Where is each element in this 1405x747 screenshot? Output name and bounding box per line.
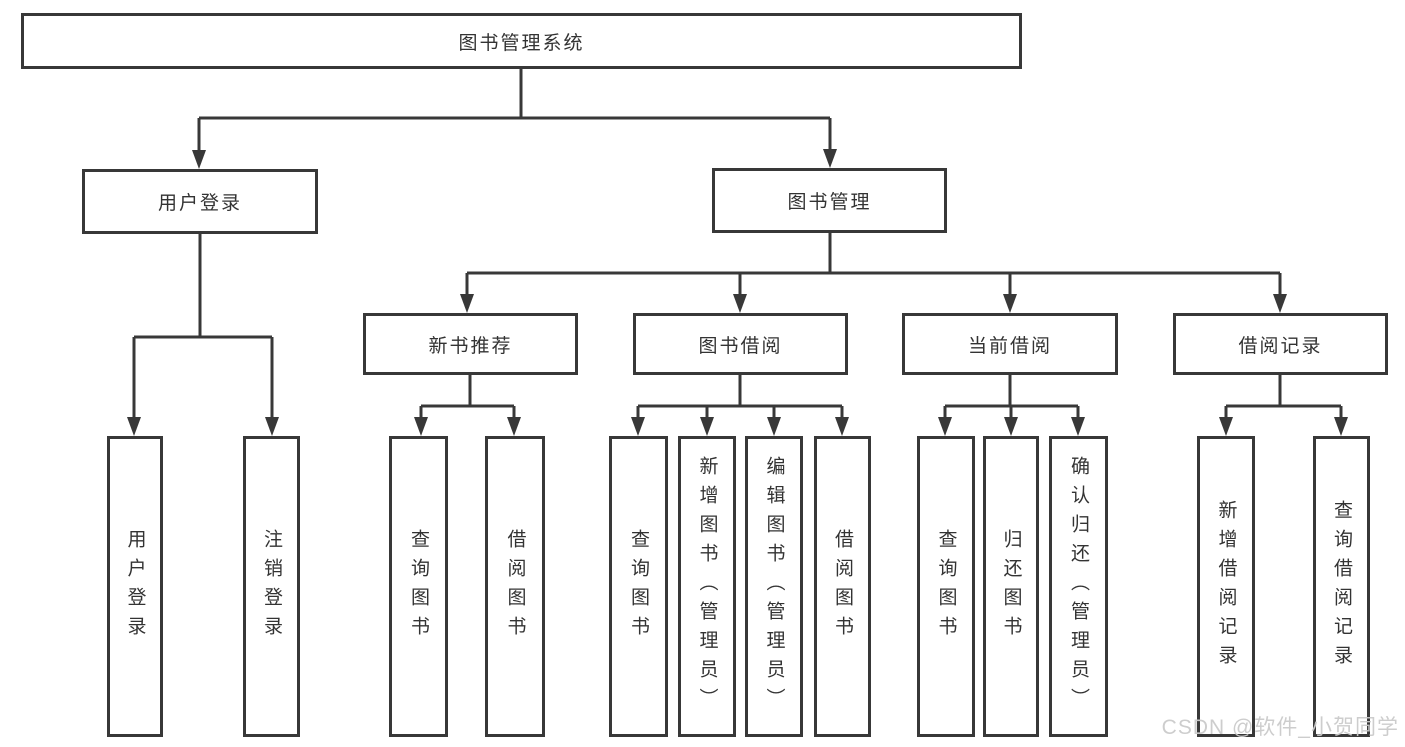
leaf-query-books: 查询图书 xyxy=(389,436,448,737)
leaf-add-books-admin: 新增图书（管理员） xyxy=(678,436,736,737)
leaf-return-books: 归还图书 xyxy=(983,436,1039,737)
leaf-logout-login: 注销登录 xyxy=(243,436,300,737)
leaf-borrow-books: 借阅图书 xyxy=(814,436,871,737)
node-new-book-recommendation: 新书推荐 xyxy=(363,313,578,375)
leaf-query-books: 查询图书 xyxy=(609,436,668,737)
leaf-query-books: 查询图书 xyxy=(917,436,975,737)
node-borrowing-records: 借阅记录 xyxy=(1173,313,1388,375)
leaf-add-borrow-record: 新增借阅记录 xyxy=(1197,436,1255,737)
leaf-borrow-books: 借阅图书 xyxy=(485,436,545,737)
node-current-borrowing: 当前借阅 xyxy=(902,313,1118,375)
leaf-query-borrow-record: 查询借阅记录 xyxy=(1313,436,1370,737)
leaf-user-login: 用户登录 xyxy=(107,436,163,737)
node-book-borrowing: 图书借阅 xyxy=(633,313,848,375)
node-user-login: 用户登录 xyxy=(82,169,318,234)
node-book-management: 图书管理 xyxy=(712,168,947,233)
leaf-edit-books-admin: 编辑图书（管理员） xyxy=(745,436,803,737)
node-library-management-system: 图书管理系统 xyxy=(21,13,1022,69)
leaf-confirm-return-admin: 确认归还（管理员） xyxy=(1049,436,1108,737)
watermark-text: CSDN @软件_小贺同学 xyxy=(1161,716,1399,739)
